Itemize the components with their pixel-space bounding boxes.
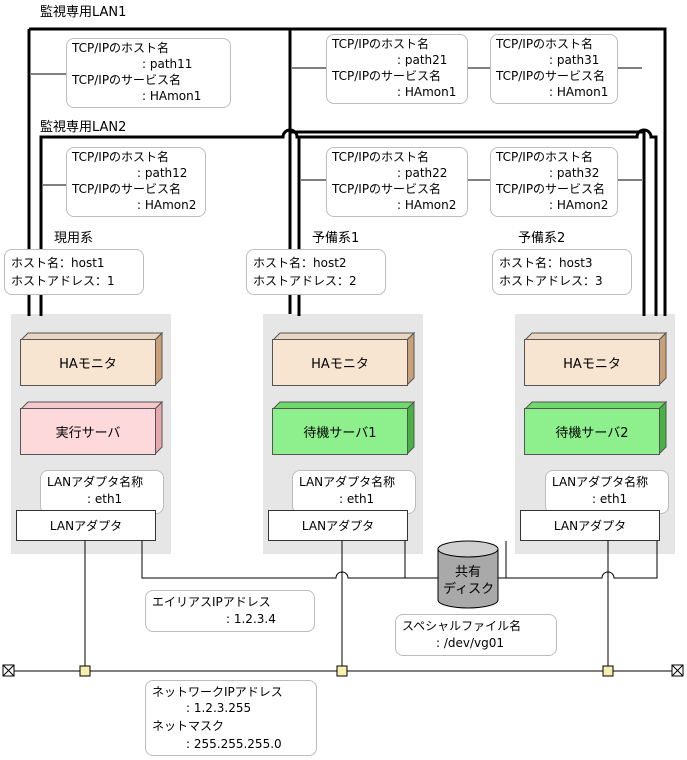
alias-ip-bubble: エイリアスIPアドレス : 1.2.3.4 xyxy=(145,590,315,632)
lan-adapter-name-value: : eth1 xyxy=(592,492,628,506)
tcp-service-label: TCP/IPのサービス名 xyxy=(496,182,606,196)
host-info-bubble-host2: ホスト名：host2 ホストアドレス：2 xyxy=(246,249,386,295)
tcp-host-label: TCP/IPのホスト名 xyxy=(72,41,170,55)
host-name: ホスト名：host1 xyxy=(11,256,105,270)
network-ip-value: : 1.2.3.255 xyxy=(186,701,252,715)
ha-monitor-block-host1: HAモニタ xyxy=(20,339,156,386)
special-file-value: : /dev/vg01 xyxy=(436,636,505,650)
alias-ip-value: : 1.2.3.4 xyxy=(226,612,276,626)
network-ip-label: ネットワークIPアドレス xyxy=(152,685,283,699)
tcp-host-value: : path12 xyxy=(137,166,188,180)
tcp-service-label: TCP/IPのサービス名 xyxy=(496,69,606,83)
network-terminators xyxy=(2,664,684,677)
address-bubble-path21: TCP/IPのホスト名 : path21 TCP/IPのサービス名 : HAmo… xyxy=(326,34,468,104)
lan2-title: 監視専用LAN2 xyxy=(40,120,127,135)
host-info-bubble-host1: ホスト名：host1 ホストアドレス：1 xyxy=(4,249,144,295)
lan-adapter-box-host3: LANアダプタ xyxy=(520,510,660,541)
network-nodes xyxy=(79,665,614,677)
tcp-service-value: : HAmon1 xyxy=(142,89,202,103)
netmask-value: : 255.255.255.0 xyxy=(186,737,282,751)
system-label-host2: 予備系1 xyxy=(312,231,360,246)
host-info-bubble-host3: ホスト名：host3 ホストアドレス：3 xyxy=(492,249,632,295)
tcp-host-label: TCP/IPのホスト名 xyxy=(496,37,594,51)
tcp-service-label: TCP/IPのサービス名 xyxy=(72,182,182,196)
standby-server-block-2: 待機サーバ2 xyxy=(524,408,660,455)
lan-adapter-name-bubble-host2: LANアダプタ名称 : eth1 xyxy=(292,470,416,514)
ha-monitor-block-host2: HAモニタ xyxy=(272,339,408,386)
tcp-service-label: TCP/IPのサービス名 xyxy=(332,69,442,83)
tcp-host-value: : path11 xyxy=(142,57,193,71)
tcp-service-value: : HAmon2 xyxy=(549,198,609,212)
tcp-host-value: : path21 xyxy=(397,53,448,67)
tcp-host-value: : path22 xyxy=(397,166,448,180)
lan-adapter-box-host2: LANアダプタ xyxy=(268,510,408,541)
active-server-block: 実行サーバ xyxy=(20,408,156,455)
tcp-host-value: : path32 xyxy=(549,166,600,180)
address-bubble-path12: TCP/IPのホスト名 : path12 TCP/IPのサービス名 : HAmo… xyxy=(66,147,206,217)
tcp-host-label: TCP/IPのホスト名 xyxy=(496,150,594,164)
network-lines xyxy=(8,541,678,672)
alias-ip-label: エイリアスIPアドレス xyxy=(152,595,271,609)
address-bubble-path31: TCP/IPのホスト名 : path31 TCP/IPのサービス名 : HAmo… xyxy=(490,34,618,104)
address-bubble-path11: TCP/IPのホスト名 : path11 TCP/IPのサービス名 : HAmo… xyxy=(66,38,231,108)
system-label-host1: 現用系 xyxy=(54,231,94,246)
lan-adapter-name-value: : eth1 xyxy=(87,492,123,506)
tcp-host-value: : path31 xyxy=(549,53,600,67)
tcp-service-label: TCP/IPのサービス名 xyxy=(72,73,182,87)
host-address: ホストアドレス：2 xyxy=(253,274,357,288)
network-ip-bubble: ネットワークIPアドレス : 1.2.3.255 ネットマスク : 255.25… xyxy=(145,680,317,756)
system-label-host3: 予備系2 xyxy=(518,231,566,246)
address-bubble-path22: TCP/IPのホスト名 : path22 TCP/IPのサービス名 : HAmo… xyxy=(326,147,468,217)
lan-adapter-name-value: : eth1 xyxy=(339,492,375,506)
disk-label-line2: ディスク xyxy=(443,582,495,597)
lan-adapter-name-label: LANアダプタ名称 xyxy=(552,475,649,489)
netmask-label: ネットマスク xyxy=(152,719,225,733)
tcp-service-value: : HAmon2 xyxy=(397,198,457,212)
disk-label-line1: 共有 xyxy=(455,565,482,580)
tcp-host-label: TCP/IPのホスト名 xyxy=(72,150,170,164)
host-address: ホストアドレス：1 xyxy=(11,274,115,288)
lan-adapter-box-host1: LANアダプタ xyxy=(16,510,156,541)
standby-server-block-1: 待機サーバ1 xyxy=(272,408,408,455)
tcp-service-value: : HAmon1 xyxy=(549,85,609,99)
host-name: ホスト名：host2 xyxy=(253,256,347,270)
host-address: ホストアドレス：3 xyxy=(499,274,603,288)
lan1-title: 監視専用LAN1 xyxy=(40,5,127,20)
tcp-host-label: TCP/IPのホスト名 xyxy=(332,150,430,164)
lan-adapter-name-label: LANアダプタ名称 xyxy=(47,475,144,489)
tcp-service-value: : HAmon2 xyxy=(137,198,197,212)
special-file-label: スペシャルファイル名 xyxy=(402,619,522,633)
tcp-service-value: : HAmon1 xyxy=(397,85,457,99)
shared-disk-icon xyxy=(437,540,499,609)
lan-adapter-name-bubble-host1: LANアダプタ名称 : eth1 xyxy=(40,470,164,514)
tcp-service-label: TCP/IPのサービス名 xyxy=(332,182,442,196)
address-bubble-path32: TCP/IPのホスト名 : path32 TCP/IPのサービス名 : HAmo… xyxy=(490,147,618,217)
ha-monitor-block-host3: HAモニタ xyxy=(524,339,660,386)
tcp-host-label: TCP/IPのホスト名 xyxy=(332,37,430,51)
host-name: ホスト名：host3 xyxy=(499,256,593,270)
lan-adapter-name-label: LANアダプタ名称 xyxy=(299,475,396,489)
special-file-bubble: スペシャルファイル名 : /dev/vg01 xyxy=(395,614,557,656)
lan-adapter-name-bubble-host3: LANアダプタ名称 : eth1 xyxy=(545,470,669,514)
